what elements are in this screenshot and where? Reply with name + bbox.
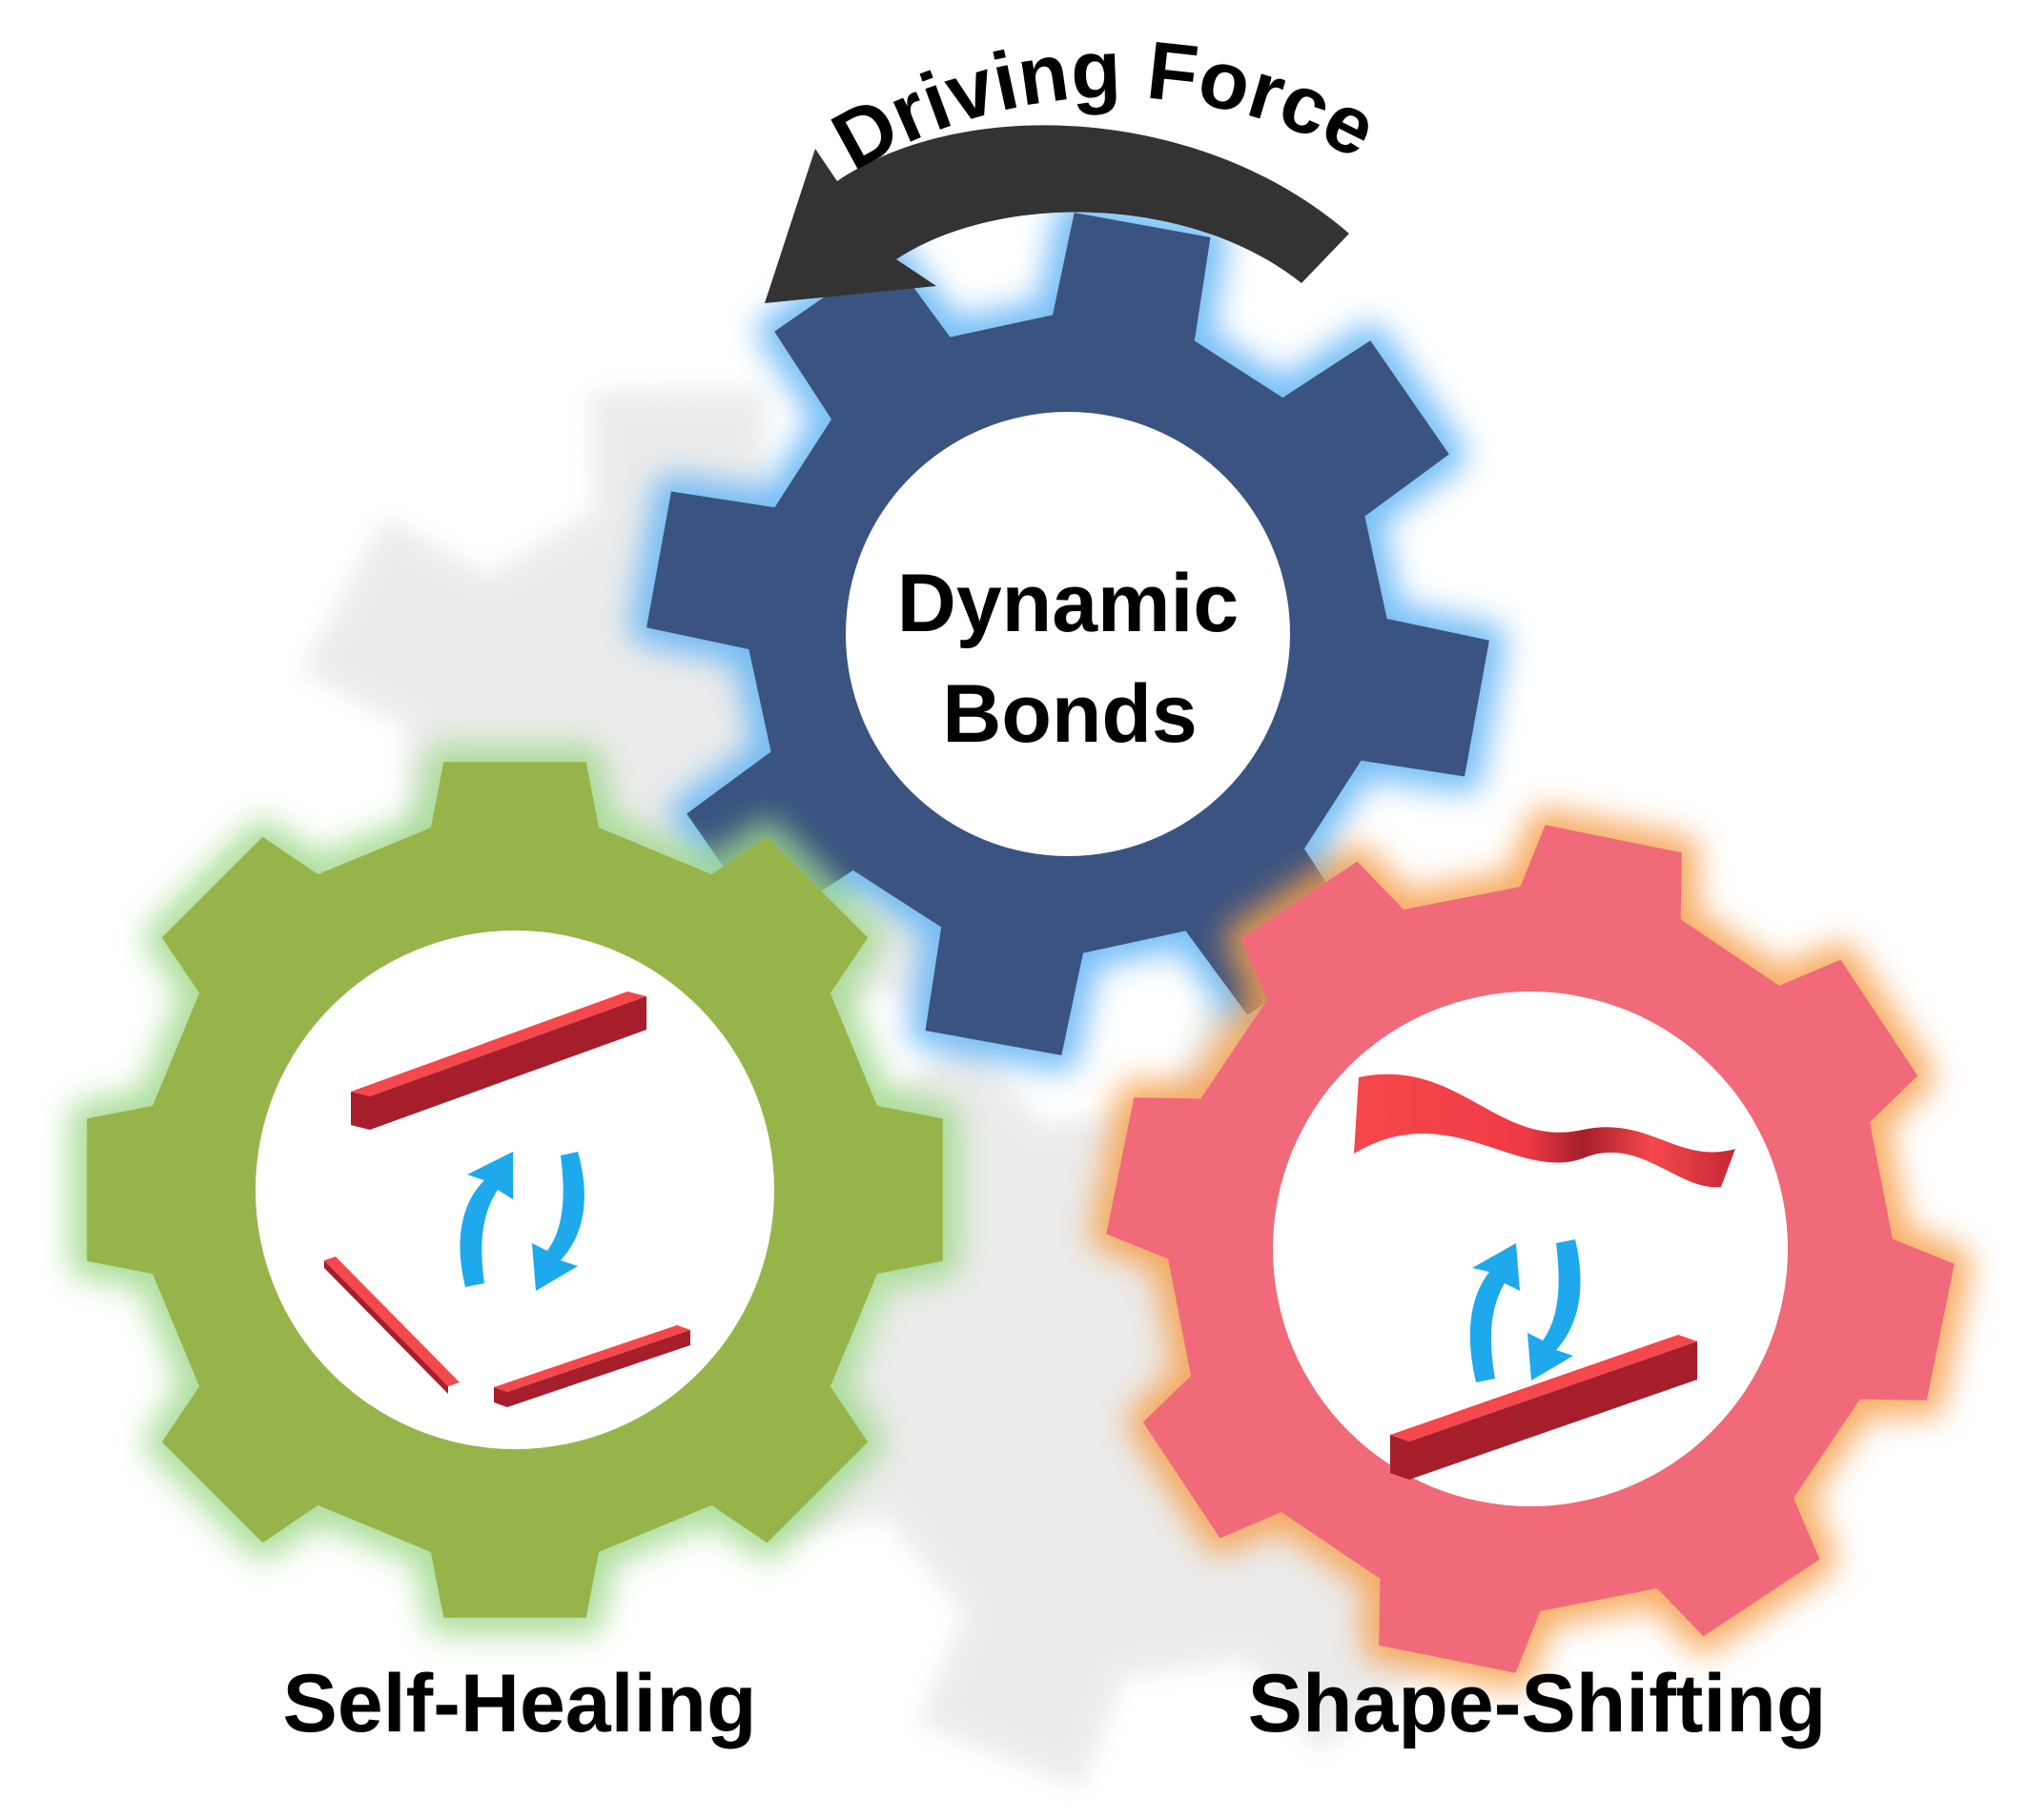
heal-forward-arrow-icon xyxy=(460,1152,513,1287)
self-healing-gear: Self-Healing xyxy=(70,745,960,1749)
intact-strip-icon xyxy=(351,992,646,1130)
heal-reverse-arrow-icon xyxy=(532,1152,584,1291)
flat-strip-icon xyxy=(1390,1335,1697,1480)
shift-reverse-arrow-icon xyxy=(1527,1239,1581,1380)
dynamic-label-line2: Bonds xyxy=(942,668,1198,760)
driving-force-arrow-icon xyxy=(765,125,1349,303)
broken-strip-icon xyxy=(324,1257,690,1407)
self-healing-gear-hub xyxy=(256,930,774,1449)
twisted-ribbon-icon xyxy=(1354,1074,1735,1188)
shape-shifting-label: Shape-Shifting xyxy=(1248,1658,1827,1749)
dynamic-bonds-gear-hub xyxy=(846,412,1290,856)
self-healing-label: Self-Healing xyxy=(283,1658,757,1749)
shift-forward-arrow-icon xyxy=(1469,1243,1520,1382)
dynamic-bonds-gear: Dynamic Bonds xyxy=(629,195,1506,1073)
shape-shifting-gear: Shape-Shifting xyxy=(1089,808,1972,1749)
dynamic-label-line1: Dynamic xyxy=(897,558,1240,649)
